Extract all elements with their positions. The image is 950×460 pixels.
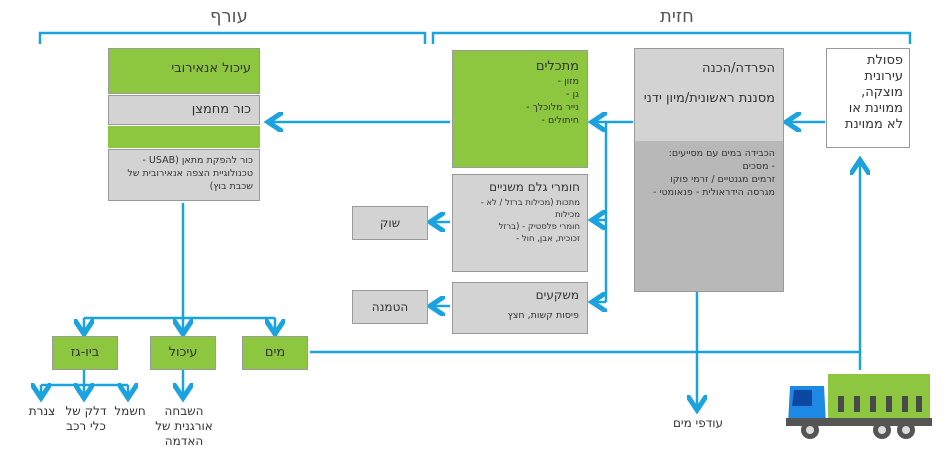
separation-title: הפרדה/הכנה xyxy=(702,61,775,76)
soil-enrichment-label: השבחה אורגנית של האדמה xyxy=(155,404,213,448)
anaerobic-title-box: עיכול אנאירובי xyxy=(108,48,260,94)
separation-subtitle: מסננת ראשונית/מיון ידני xyxy=(643,91,775,106)
back-header: עורף xyxy=(210,6,248,27)
secondary-materials-box: חומרי גלם משניים מתכות (מכילות ברזל / לא… xyxy=(452,174,588,272)
organic-waste-label: פסולת עירונית מוצקה, ממוינת או לא ממוינת xyxy=(844,53,903,132)
oxidizing-reactor-box: כור מחמצן xyxy=(108,95,260,125)
secondary-materials-title: חומרי גלם משניים xyxy=(489,180,580,194)
secondary-materials-item: זכוכית, אבן, חול - xyxy=(516,234,580,244)
separation-details: הכבידה במים עם מסייעים: - מסכים זרמים מג… xyxy=(635,141,783,291)
sediments-title: משקעים xyxy=(535,288,579,302)
organic-waste-box: פסולת עירונית מוצקה, ממוינת או לא ממוינת xyxy=(826,48,910,148)
biogas-use-electricity: חשמל xyxy=(114,404,146,418)
excess-water-label: עודפי מים xyxy=(672,416,724,430)
biogas-use-vehicle-fuel: דלק של כלי רכב xyxy=(65,404,107,433)
garbage-truck-icon xyxy=(786,374,932,439)
biodegradables-box: מתכלים מזון - גן - נייר מלוכלך - חיתולים… xyxy=(452,50,588,168)
sediments-subtitle: פיסות קשות, חצץ xyxy=(507,310,579,321)
anaerobic-arrow-band xyxy=(108,126,260,148)
biodegradables-item: חיתולים - xyxy=(541,115,579,126)
biodegradables-item: מזון - xyxy=(557,76,579,87)
separation-box: הפרדה/הכנה מסננת ראשונית/מיון ידני הכביד… xyxy=(634,48,784,292)
front-header: חזית xyxy=(660,6,694,27)
water-box: מים xyxy=(242,336,308,370)
front-bracket xyxy=(431,31,912,44)
market-box: שוק xyxy=(352,206,428,240)
biodegradables-item: גן - xyxy=(566,89,579,100)
landfill-box: הטמנה xyxy=(352,290,428,324)
biodegradables-title: מתכלים xyxy=(535,59,579,74)
secondary-materials-item: חומרי פלסטיק - (ברזל xyxy=(498,222,580,232)
digestate-box: עיכול xyxy=(150,336,216,370)
sediments-box: משקעים פיסות קשות, חצץ xyxy=(452,282,588,334)
back-bracket xyxy=(38,31,427,44)
methane-reactor-box: כור להפקת מתאן (USAB - טכנולוגיית הצפה א… xyxy=(108,149,260,201)
biogas-use-pipeline: צנרת xyxy=(28,404,56,418)
biodegradables-item: נייר מלוכלך - xyxy=(526,102,579,113)
secondary-materials-item: מתכות (מכילות ברזל / לא - מכילות xyxy=(480,198,580,220)
biogas-box: ביו-גז xyxy=(52,336,118,370)
